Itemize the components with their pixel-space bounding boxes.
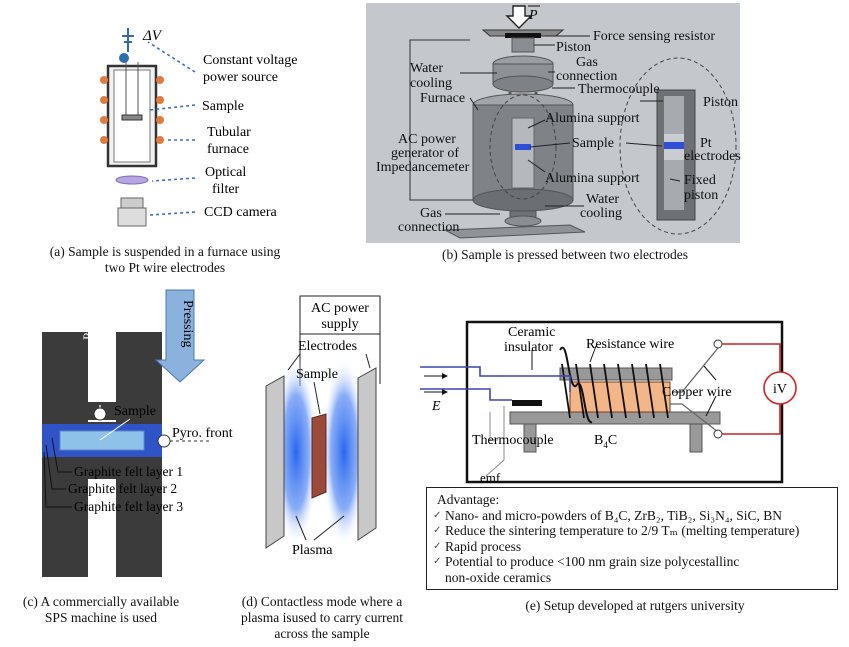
caption-a: (a) Sample is suspended in a furnace usi… (49, 244, 281, 275)
electrode-right (357, 367, 377, 541)
thermocouple-b-label: Thermocouple (578, 82, 660, 97)
advantages-title: Advantage: (437, 492, 500, 507)
ac-power-box (299, 295, 381, 335)
advantage-item: ✓Nano- and micro-powders of B₄C, ZrB₂, T… (433, 507, 783, 523)
alumina-top-label: Alumina support (545, 111, 640, 126)
layer3-label: Graphite felt layer 3 (74, 499, 183, 514)
pyro-top-label: Pyro. top (80, 292, 95, 340)
piston-label: Piston (556, 40, 591, 55)
sample-a-label: Sample (202, 99, 244, 114)
pressing-label: Pressing (180, 300, 195, 347)
p-label: P (528, 8, 538, 23)
sample-b-label: Sample (572, 136, 614, 151)
pyro-front-label: Pyro. front (172, 426, 233, 441)
panel-b-diagram: P Force sensing resistor (366, 3, 741, 243)
resistance-label: Resistance wire (586, 337, 674, 352)
thermocouple-e-label: Thermocouple (472, 433, 554, 448)
alumina-bottom-label: Alumina support (545, 171, 640, 186)
electrodes-label: Electrodes (298, 339, 357, 354)
check-icon: ✓ (433, 540, 442, 552)
resistance-coil (559, 346, 593, 424)
sample-c (59, 430, 145, 451)
advantage-item-continuation: non-oxide ceramics (445, 569, 552, 585)
voltmeter-icon (763, 371, 797, 405)
sample-c-label: Sample (114, 404, 156, 419)
sample-d-label: Sample (296, 367, 338, 382)
advantage-item: ✓Potential to produce <100 nm grain size… (433, 554, 740, 569)
ammeter-icon (119, 53, 129, 63)
panel-c-diagram: Pyro. top Pressing Sample Pyro. front Gr… (42, 289, 233, 577)
caption-b: (b) Sample is pressed between two electr… (442, 247, 688, 262)
emf-label: emf (480, 470, 501, 485)
furnace-heaters (100, 76, 164, 144)
plasma-label: Plasma (292, 543, 333, 558)
furnace-b-label: Furnace (420, 91, 465, 106)
b4c-label: B4C (594, 433, 617, 450)
optical-filter (115, 175, 149, 185)
sample-b (515, 144, 531, 150)
sample-d (311, 413, 327, 499)
advantage-item: ✓Reduce the sintering temperature to 2/9… (433, 523, 800, 538)
advantage-item: ✓Rapid process (433, 538, 522, 554)
check-icon: ✓ (433, 509, 442, 521)
caption-e: (e) Setup developed at rutgers universit… (525, 598, 745, 613)
force-label: Force sensing resistor (593, 29, 715, 44)
camera-label: CCD camera (204, 205, 277, 220)
copper-label: Copper wire (662, 385, 732, 400)
plasma-left (274, 357, 318, 547)
pt-electrodes (664, 142, 684, 149)
layer2-label: Graphite felt layer 2 (68, 481, 177, 496)
advantages-box: Advantage: ✓Nano- and micro-powders of B… (426, 487, 838, 590)
ccd-camera (117, 207, 147, 227)
e-field-label: E (431, 399, 441, 414)
check-icon: ✓ (433, 556, 442, 567)
sample-a (121, 114, 143, 121)
check-icon: ✓ (433, 525, 442, 536)
layer1-label: Graphite felt layer 1 (74, 464, 183, 479)
plasma-right (322, 357, 366, 547)
piston-right-label: Piston (703, 95, 738, 110)
electrode-left (265, 375, 285, 549)
iv-label: iV (773, 382, 787, 397)
pressing-arrow-icon (154, 289, 206, 383)
delta-v-label: ΔV (142, 28, 163, 44)
force-arrow-icon (505, 5, 533, 29)
